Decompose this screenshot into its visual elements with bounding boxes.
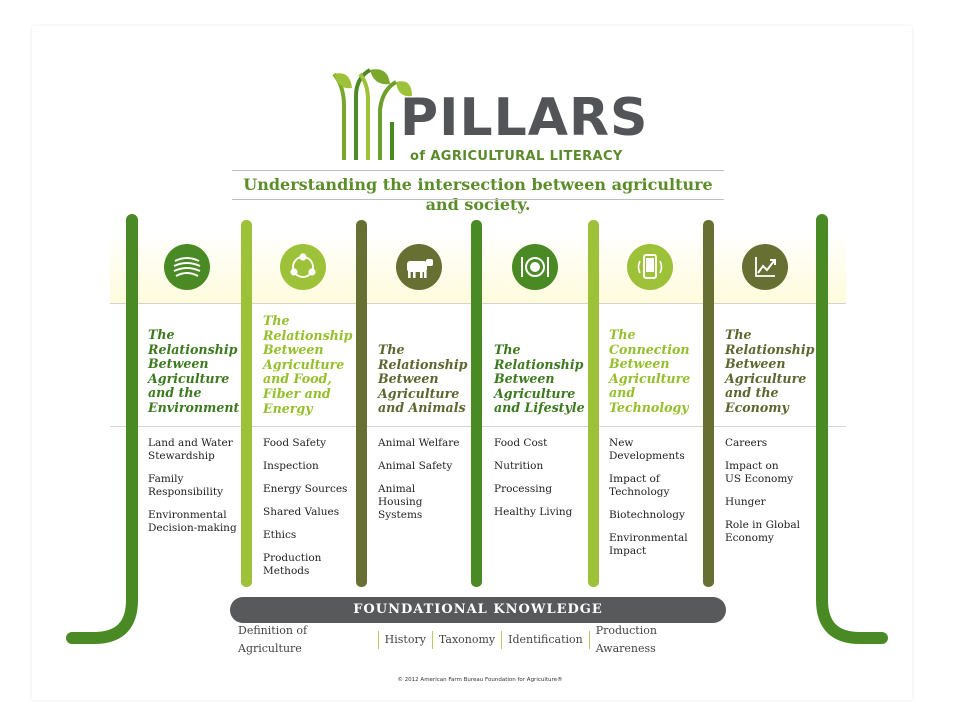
foundation-item: Identification bbox=[508, 633, 583, 646]
topic-item: Biotechnology bbox=[609, 509, 685, 521]
topic-item: Processing bbox=[494, 483, 553, 495]
divider bbox=[232, 170, 724, 171]
pillar-bar bbox=[588, 220, 599, 587]
topic-item: Ethics bbox=[263, 529, 297, 541]
logo-wordmark: PILLARS bbox=[400, 88, 649, 148]
smartphone-icon bbox=[627, 244, 673, 290]
topic-item: Healthy Living bbox=[494, 506, 573, 518]
divider bbox=[431, 631, 433, 649]
topic-item: Inspection bbox=[263, 460, 319, 472]
foundation-item: Definition of Agriculture bbox=[238, 624, 308, 655]
topic-item: Environmental Decision-making bbox=[148, 509, 237, 534]
pillar-bar bbox=[703, 220, 714, 587]
foundation-item: Taxonomy bbox=[438, 633, 496, 646]
topic-item: Environmental Impact bbox=[609, 532, 688, 557]
topic-item: Family Responsibility bbox=[148, 473, 224, 498]
foundational-knowledge-bar: FOUNDATIONAL KNOWLEDGE bbox=[230, 597, 726, 623]
topic-item: Animal Housing Systems bbox=[378, 483, 423, 521]
topic-item: Animal Welfare bbox=[378, 437, 460, 449]
topic-item: Food Safety bbox=[263, 437, 327, 449]
pillar-bar bbox=[241, 220, 252, 587]
pillar-topics-lifestyle: Food Cost Nutrition Processing Healthy L… bbox=[494, 437, 594, 529]
pillar-bar bbox=[471, 220, 482, 587]
foundation-item: Production Awareness bbox=[595, 624, 657, 655]
logo-subtitle: of AGRICULTURAL LITERACY bbox=[410, 149, 623, 164]
cow-icon bbox=[396, 244, 442, 290]
divider bbox=[232, 199, 724, 200]
foundation-items: Definition of Agriculture History Taxono… bbox=[232, 624, 724, 655]
cycle-icon bbox=[280, 244, 326, 290]
pillar-bar bbox=[356, 220, 367, 587]
pillar-topics-environment: Land and Water Stewardship Family Respon… bbox=[148, 437, 248, 545]
topic-item: Careers bbox=[725, 437, 768, 449]
pillar-topics-economy: Careers Impact on US Economy Hunger Role… bbox=[725, 437, 825, 555]
copyright-notice: © 2012 American Farm Bureau Foundation f… bbox=[397, 677, 563, 683]
topic-item: Energy Sources bbox=[263, 483, 348, 495]
pillar-topics-technology: New Developments Impact of Technology Bi… bbox=[609, 437, 709, 568]
topic-item: Food Cost bbox=[494, 437, 548, 449]
growth-chart-icon bbox=[742, 244, 788, 290]
topic-item: Land and Water Stewardship bbox=[148, 437, 233, 462]
pillar-topics-animals: Animal Welfare Animal Safety Animal Hous… bbox=[378, 437, 478, 532]
topic-item: Role in Global Economy bbox=[725, 519, 801, 544]
tagline: Understanding the intersection between a… bbox=[243, 175, 713, 214]
topic-item: Hunger bbox=[725, 496, 766, 508]
pillar-bar-left bbox=[66, 214, 138, 644]
topic-item: Shared Values bbox=[263, 506, 340, 518]
foundation-item: History bbox=[384, 633, 426, 646]
divider bbox=[588, 631, 590, 649]
logo-sprout-icon bbox=[332, 68, 412, 160]
topic-item: Nutrition bbox=[494, 460, 544, 472]
topic-item: Animal Safety bbox=[378, 460, 453, 472]
topic-item: Impact of Technology bbox=[609, 473, 670, 498]
pillar-topics-food-fiber-energy: Food Safety Inspection Energy Sources Sh… bbox=[263, 437, 363, 588]
divider bbox=[501, 631, 503, 649]
plate-icon bbox=[512, 244, 558, 290]
topic-item: New Developments bbox=[609, 437, 685, 462]
farmland-icon bbox=[164, 244, 210, 290]
topic-item: Production Methods bbox=[263, 552, 322, 577]
pillar-bar-right bbox=[816, 214, 888, 644]
topic-item: Impact on US Economy bbox=[725, 460, 794, 485]
divider bbox=[377, 631, 379, 649]
